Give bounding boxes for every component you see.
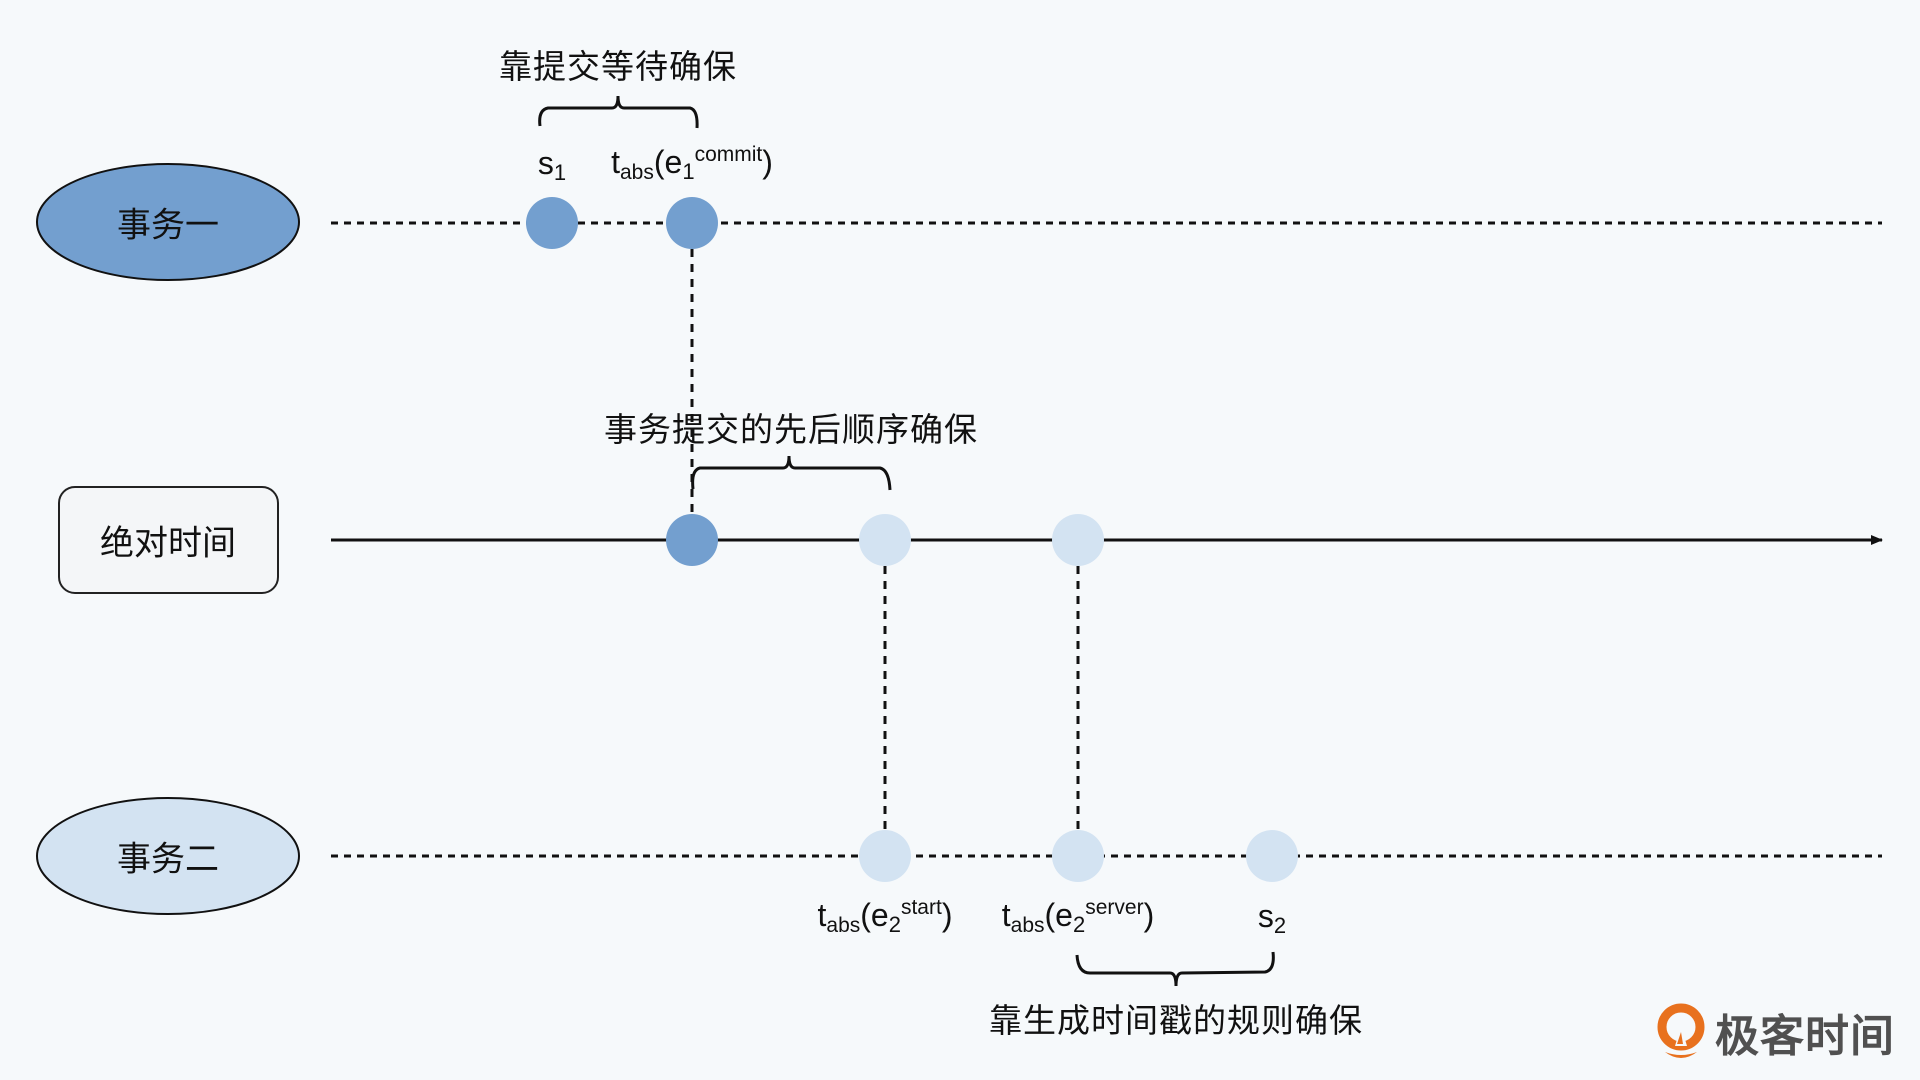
- e1-commit-sup: commit: [694, 143, 763, 166]
- e2-start-label: tabs(e2start): [818, 896, 953, 938]
- e2-start-point: [859, 830, 911, 882]
- transaction-two-node: [36, 797, 300, 915]
- e2-start-sub: abs: [826, 914, 861, 937]
- absolute-time-node: [58, 486, 279, 594]
- e2-start-t: t: [817, 897, 827, 933]
- e2-start-close: ): [941, 897, 953, 933]
- transaction-one-label: 事务一: [117, 205, 219, 246]
- e1-commit-close: ): [762, 144, 773, 180]
- abs-server-point: [1052, 514, 1104, 566]
- geektime-logo: 极客时间: [1655, 1000, 1895, 1064]
- commit-wait-brace: [538, 95, 699, 129]
- abs-commit-point: [666, 514, 718, 566]
- e1-commit-t: t: [611, 144, 620, 180]
- e2-start-open: (e: [860, 897, 889, 933]
- e1-commit-sub: abs: [620, 161, 654, 184]
- s2-point: [1246, 830, 1298, 882]
- e2-server-sup: server: [1085, 896, 1144, 919]
- transaction-two-label: 事务二: [117, 839, 219, 880]
- s1-point: [526, 197, 578, 249]
- e1-commit-open: (e: [653, 144, 683, 180]
- commit-order-annotation: 事务提交的先后顺序确保: [604, 410, 978, 449]
- geektime-logo-text: 极客时间: [1715, 1011, 1895, 1062]
- s2-main: s: [1257, 898, 1274, 934]
- abs-start-point: [859, 514, 911, 566]
- transaction-one-node: [36, 163, 300, 281]
- s2-index: 2: [1273, 913, 1287, 938]
- e2-start-sup: start: [900, 896, 942, 919]
- geektime-logo-icon: [1657, 1003, 1705, 1058]
- e2-server-index: 2: [1072, 912, 1086, 937]
- commit-wait-annotation: 靠提交等待确保: [499, 47, 737, 86]
- s1-main: s: [537, 145, 554, 181]
- s2-label: s2: [1258, 898, 1286, 939]
- e2-server-close: ): [1143, 897, 1155, 933]
- e2-server-open: (e: [1044, 897, 1073, 933]
- e1-commit-index: 1: [682, 159, 695, 184]
- timestamp-rule-brace: [1075, 951, 1275, 987]
- absolute-time-label: 绝对时间: [100, 523, 236, 564]
- e2-server-point: [1052, 830, 1104, 882]
- e2-server-t: t: [1001, 897, 1011, 933]
- commit-order-brace: [691, 455, 892, 491]
- e1-commit-point: [666, 197, 718, 249]
- s1-index: 1: [553, 160, 567, 185]
- e2-server-label: tabs(e2server): [1002, 896, 1154, 938]
- e1-commit-label: tabs(e1commit): [611, 143, 773, 185]
- s1-label: s1: [538, 145, 566, 186]
- e2-server-sub: abs: [1010, 914, 1045, 937]
- timestamp-rule-annotation: 靠生成时间戳的规则确保: [989, 1001, 1363, 1040]
- e2-start-index: 2: [888, 912, 901, 937]
